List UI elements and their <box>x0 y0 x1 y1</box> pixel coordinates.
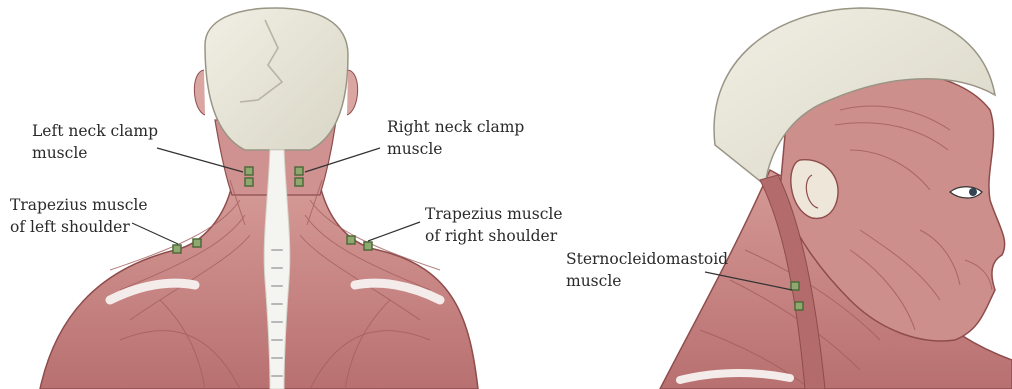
side-view-illustration <box>660 8 1012 389</box>
label-left-neck-clamp-line2: muscle <box>32 142 158 164</box>
label-right-neck-clamp-line1: Right neck clamp <box>387 116 524 138</box>
label-right-neck-clamp: Right neck clamp muscle <box>387 116 524 160</box>
label-sternocleidomastoid-line2: muscle <box>566 270 728 292</box>
label-trapezius-right-line1: Trapezius muscle <box>425 203 563 225</box>
label-trapezius-left-line1: Trapezius muscle <box>10 194 148 216</box>
label-trapezius-right: Trapezius muscle of right shoulder <box>425 203 563 247</box>
label-left-neck-clamp-line1: Left neck clamp <box>32 120 158 142</box>
label-trapezius-left: Trapezius muscle of left shoulder <box>10 194 148 238</box>
label-trapezius-right-line2: of right shoulder <box>425 225 563 247</box>
side-iris <box>969 188 977 196</box>
label-right-neck-clamp-line2: muscle <box>387 138 524 160</box>
leader-line-right-trapezius <box>368 222 420 241</box>
label-trapezius-left-line2: of left shoulder <box>10 216 148 238</box>
label-sternocleidomastoid: Sternocleidomastoid muscle <box>566 248 728 292</box>
back-ear-right <box>347 70 358 115</box>
back-ear-left <box>194 70 205 115</box>
label-left-neck-clamp: Left neck clamp muscle <box>32 120 158 164</box>
back-skull <box>205 8 348 150</box>
label-sternocleidomastoid-line1: Sternocleidomastoid <box>566 248 728 270</box>
